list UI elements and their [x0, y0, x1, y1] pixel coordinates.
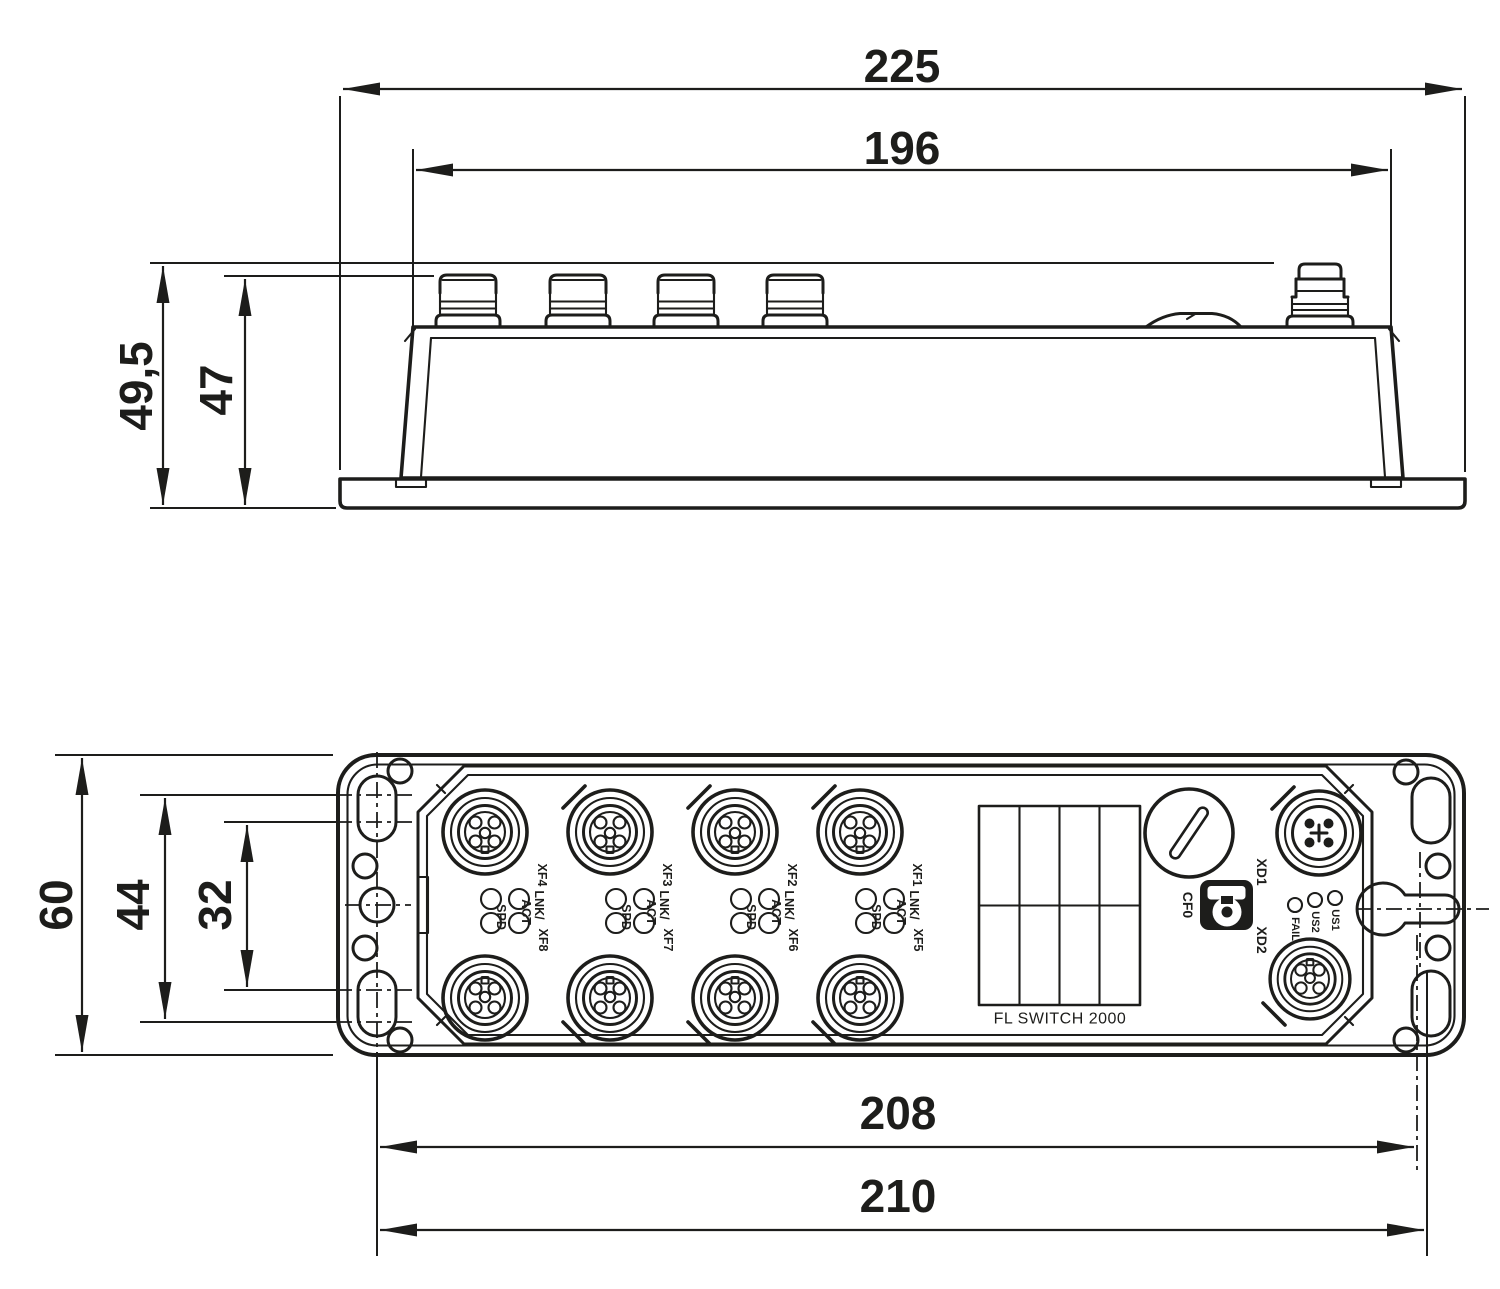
led-label-act: ACT [769, 899, 783, 925]
port-column-xf2-xf6: XF2 LNK/ ACT SPD XF6 [686, 784, 800, 1046]
device-side-profile [338, 262, 1467, 510]
device-front-face: XF4 LNK/ ACT SPD XF8 XF3 LNK/ ACT SPD [336, 752, 1489, 1057]
connector-xf1 [816, 788, 904, 876]
product-label: FL SWITCH 2000 [994, 1011, 1127, 1028]
connector-xf8 [441, 954, 529, 1042]
dim-slot-span-inner: 32 [189, 821, 412, 991]
dim-height-with-connectors: 49,5 [110, 262, 1274, 509]
dim-mount-hole-distance: 208 [376, 935, 1418, 1256]
port-label-xf6: XF6 [786, 929, 800, 952]
mount-slot-bottom-right [1410, 969, 1452, 1038]
led-label-lnk: LNK/ [657, 890, 671, 920]
dim-label-32: 32 [189, 879, 241, 930]
led-label-lnk: LNK/ [907, 890, 921, 920]
side-connector-4 [761, 273, 829, 328]
port-label-xf1: XF1 [910, 864, 924, 887]
led-label-act: ACT [644, 899, 658, 925]
fail-label: FAIL [1289, 917, 1301, 941]
fail-led [1286, 896, 1304, 914]
dim-label-225: 225 [864, 40, 941, 92]
us2-label: US2 [1309, 911, 1321, 932]
memory-plug-icon [1200, 880, 1253, 930]
port-column-xf1-xf5: XF1 LNK/ ACT SPD XF5 [811, 784, 925, 1046]
port-label-xf3: XF3 [660, 864, 674, 887]
connector-xf3 [566, 788, 654, 876]
side-connector-2 [544, 273, 612, 328]
led-label-lnk: LNK/ [782, 890, 796, 920]
led-label-spd: SPD [869, 904, 883, 930]
front-view: 60 44 32 [30, 752, 1489, 1256]
right-mounting-holes [1355, 758, 1461, 1054]
port-label-xf5: XF5 [911, 929, 925, 952]
connector-xf2 [691, 788, 779, 876]
led-label-act: ACT [894, 899, 908, 925]
us1-label: US1 [1329, 909, 1341, 930]
led-cluster [604, 887, 656, 935]
xd1-label: XD1 [1254, 858, 1270, 885]
connector-xf4 [441, 788, 529, 876]
led-label-act: ACT [519, 899, 533, 925]
port-column-xf3-xf7: XF3 LNK/ ACT SPD XF7 [561, 784, 675, 1046]
dim-label-208: 208 [860, 1087, 937, 1139]
dim-label-44: 44 [107, 879, 159, 931]
dim-label-47: 47 [190, 364, 242, 415]
us2-led [1306, 891, 1324, 909]
led-cluster [729, 887, 781, 935]
us1-led [1326, 889, 1344, 907]
port-label-xf4: XF4 [535, 864, 549, 887]
dim-slot-span-outer: 44 [107, 794, 412, 1023]
dim-body-width: 196 [412, 122, 1392, 331]
dim-mount-keyhole-distance: 210 [380, 972, 1428, 1256]
keyhole-mount [1355, 881, 1461, 937]
label-grid [977, 804, 1142, 1007]
face-panel [416, 764, 1374, 1046]
side-view: 225 196 49,5 47 [110, 40, 1467, 510]
dim-front-height: 60 [30, 754, 333, 1056]
led-label-lnk: LNK/ [532, 890, 546, 920]
port-column-xf4-xf8: XF4 LNK/ ACT SPD XF8 [441, 788, 550, 1042]
rotary-label: CF0 [1180, 892, 1196, 919]
connector-xd2 [1261, 937, 1352, 1027]
mount-slot-top-right [1410, 776, 1452, 845]
center-lines [345, 752, 1489, 1052]
side-connector-3 [652, 273, 720, 328]
dim-total-width: 225 [339, 40, 1466, 472]
base-plate [338, 477, 1467, 510]
dim-label-196: 196 [864, 122, 941, 174]
port-label-xf8: XF8 [536, 929, 550, 952]
status-leds: US1 US2 FAIL [1286, 889, 1344, 941]
dim-height-body: 47 [190, 275, 434, 505]
rotary-switch-cf0 [1143, 787, 1235, 879]
xd2-label: XD2 [1254, 926, 1270, 953]
housing-body [399, 325, 1405, 480]
connector-xf5 [816, 954, 904, 1042]
port-label-xf7: XF7 [661, 929, 675, 952]
led-label-spd: SPD [744, 904, 758, 930]
side-connector-1 [434, 273, 502, 328]
port-label-xf2: XF2 [785, 864, 799, 887]
rotary-slot [1168, 806, 1210, 860]
dim-label-210: 210 [860, 1170, 937, 1222]
connector-xf7 [566, 954, 654, 1042]
housing-outline [336, 753, 1466, 1057]
connector-xf6 [691, 954, 779, 1042]
led-cluster [479, 887, 531, 935]
led-label-spd: SPD [619, 904, 633, 930]
connector-xd1 [1270, 785, 1363, 877]
dim-label-49-5: 49,5 [110, 341, 162, 431]
side-connector-right [1285, 262, 1355, 328]
led-cluster [854, 887, 906, 935]
dim-label-60: 60 [30, 879, 82, 930]
led-label-spd: SPD [494, 904, 508, 930]
